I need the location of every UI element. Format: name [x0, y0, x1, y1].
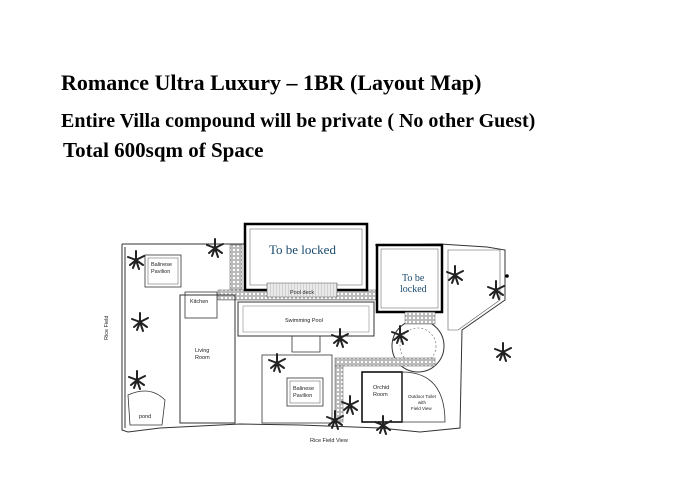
locked-side-label-2: locked	[400, 284, 427, 295]
rice-field-side-label: Rice Field	[104, 316, 110, 340]
balinese-pavilion-top-label-1: Balinese	[151, 262, 172, 268]
outdoor-toilet-label-3: Field View	[411, 406, 432, 411]
balinese-pavilion-top-label-2: Pavilion	[151, 269, 170, 275]
locked-room-main: To be locked	[243, 222, 369, 292]
swimming-pool-label: Swimming Pool	[285, 318, 323, 324]
living-room-label-2: Room	[195, 355, 210, 361]
walkway-top	[229, 244, 243, 291]
locked-main-label: To be locked	[269, 242, 336, 257]
space-note: Total 600sqm of Space	[63, 138, 264, 162]
orchid-room-label-2: Room	[373, 392, 388, 398]
privacy-note: Entire Villa compound will be private ( …	[61, 110, 536, 132]
balinese-pavilion-bottom-label-1: Balinese	[293, 386, 314, 392]
pool-deck: Pool deck	[266, 282, 338, 298]
page-title: Romance Ultra Luxury – 1BR (Layout Map)	[61, 70, 482, 95]
outdoor-toilet: Outdoor Toilet with Field View	[401, 371, 446, 423]
swimming-pool: Swimming Pool	[237, 301, 375, 353]
walkway-bottom-vertical	[334, 365, 344, 423]
pond: pond	[127, 390, 166, 426]
living-room: Living Room	[179, 294, 236, 424]
locked-side-label-1: To be	[402, 273, 425, 284]
living-room-label-1: Living	[195, 348, 209, 354]
kitchen: Kitchen	[184, 291, 218, 319]
rice-field-view-label: Rice Field View	[310, 438, 348, 444]
outdoor-toilet-label-1: Outdoor Toilet	[408, 394, 437, 399]
right-garden	[447, 249, 501, 331]
outdoor-toilet-label-2: with	[418, 400, 426, 405]
walkway-bottom	[334, 357, 436, 367]
balinese-pavilion-top: Balinese Pavilion	[144, 254, 182, 288]
lower-garden	[261, 354, 333, 424]
balinese-pavilion-bottom: Balinese Pavilion	[286, 377, 324, 407]
orchid-room: Orchid Room	[361, 371, 403, 423]
round-garden	[391, 311, 445, 373]
compound-boundary	[121, 243, 506, 433]
pool-deck-label: Pool deck	[290, 290, 314, 296]
kitchen-label: Kitchen	[190, 299, 208, 305]
locked-room-side: To be locked	[375, 243, 444, 314]
balinese-pavilion-bottom-label-2: Pavilion	[293, 393, 312, 399]
marker-dot	[505, 274, 509, 278]
pond-label: pond	[139, 414, 151, 420]
orchid-room-label-1: Orchid	[373, 385, 389, 391]
